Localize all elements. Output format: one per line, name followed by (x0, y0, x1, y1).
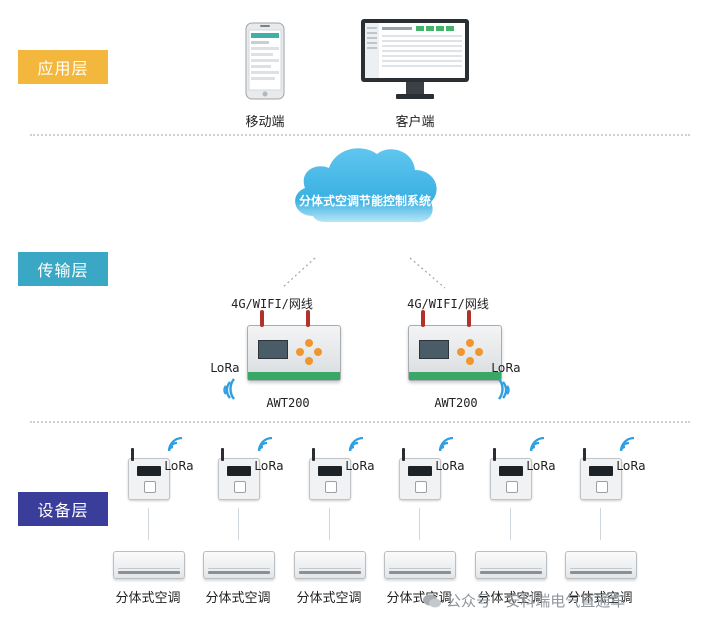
smart-controller (309, 448, 351, 500)
smart-controller (128, 448, 170, 500)
layer-divider (30, 134, 690, 136)
gateway-model-label: AWT200 (266, 396, 310, 410)
air-conditioner-label: 分体式空调 (115, 591, 181, 606)
gateway-network-label: 4G/WIFI/网线 (231, 297, 313, 311)
device-lora-label: LoRa (526, 459, 556, 473)
wifi-signal-icon (528, 436, 550, 461)
wifi-signal-icon (347, 436, 369, 461)
smart-controller (399, 448, 441, 500)
smart-controller (218, 448, 260, 500)
connector-line (148, 508, 149, 540)
transmission-layer-tag: 传输层 (18, 252, 108, 286)
client-label: 客户端 (395, 115, 435, 130)
gateway-lora-label: LoRa (491, 361, 521, 375)
device-lora-label: LoRa (616, 459, 646, 473)
watermark: 公众号 · 安科瑞电气直通车 (422, 590, 625, 611)
air-conditioner-label: 分体式空调 (205, 591, 271, 606)
air-conditioner-unit (203, 551, 275, 579)
air-conditioner-label: 分体式空调 (477, 591, 543, 606)
mobile-label: 移动端 (245, 115, 285, 130)
smart-controller (580, 448, 622, 500)
wifi-signal-icon (166, 436, 188, 461)
connector-line (510, 508, 511, 540)
device-layer-tag: 设备层 (18, 492, 108, 526)
gateway-model-label: AWT200 (434, 396, 478, 410)
gateway-device (247, 310, 341, 381)
device-lora-label: LoRa (435, 459, 465, 473)
air-conditioner-unit (565, 551, 637, 579)
layer-divider (30, 421, 690, 423)
device-lora-label: LoRa (254, 459, 284, 473)
air-conditioner-label: 分体式空调 (567, 591, 633, 606)
wifi-signal-icon (618, 436, 640, 461)
gateway-network-label: 4G/WIFI/网线 (407, 297, 489, 311)
air-conditioner-unit (113, 551, 185, 579)
wifi-signal-icon (256, 436, 278, 461)
air-conditioner-unit (384, 551, 456, 579)
connector-line (329, 508, 330, 540)
smartphone-icon (245, 22, 285, 104)
connector-line (419, 508, 420, 540)
application-layer-tag: 应用层 (18, 50, 108, 84)
cloud-label: 分体式空调节能控制系统 (298, 194, 431, 208)
air-conditioner-label: 分体式空调 (296, 591, 362, 606)
monitor-icon (360, 18, 470, 106)
gateway-lora-label: LoRa (210, 361, 240, 375)
device-lora-label: LoRa (345, 459, 375, 473)
cloud-icon (285, 138, 445, 242)
air-conditioner-unit (294, 551, 366, 579)
gateway-device (408, 310, 502, 381)
connector-line (238, 508, 239, 540)
watermark-text: 公众号 · 安科瑞电气直通车 (446, 592, 626, 610)
wechat-icon (422, 593, 442, 609)
device-lora-label: LoRa (164, 459, 194, 473)
smart-controller (490, 448, 532, 500)
air-conditioner-unit (475, 551, 547, 579)
connector-line (600, 508, 601, 540)
wifi-signal-icon (437, 436, 459, 461)
wifi-signal-icon (212, 378, 240, 404)
wifi-signal-icon (493, 378, 521, 404)
